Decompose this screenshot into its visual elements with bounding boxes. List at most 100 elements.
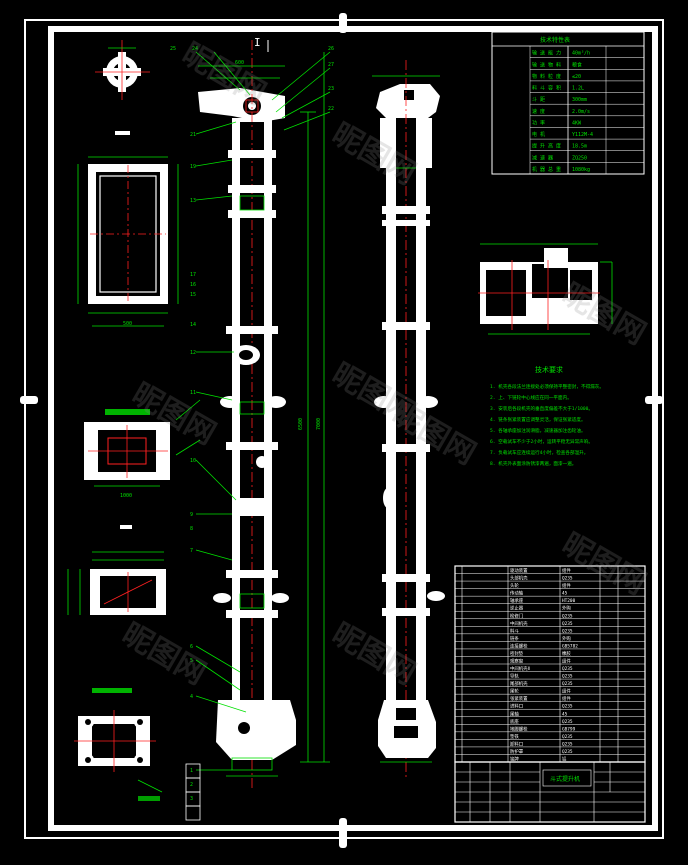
bom-note: Q235	[562, 741, 573, 747]
dim-label: 6500	[298, 418, 304, 430]
svg-text:25: 25	[170, 46, 176, 52]
svg-text:15: 15	[190, 292, 196, 298]
centering-marks	[20, 13, 663, 848]
requirement-line: 2. 上、下链轮中心线应在同一平面内。	[490, 394, 572, 401]
tech-requirements: 技术要求 1. 机壳各段法兰连接处必须保持平整密封，不得漏灰。 2. 上、下链轮中…	[490, 365, 604, 467]
section-mark: I	[254, 36, 261, 49]
spec-label: 料 斗 容 积	[532, 85, 561, 92]
requirement-line: 1. 机壳各段法兰连接处必须保持平整密封，不得漏灰。	[490, 383, 604, 390]
requirement-line: 7. 负载试车应连续运行4小时，检查各部温升。	[490, 449, 588, 456]
svg-text:16: 16	[190, 282, 196, 288]
svg-text:14: 14	[190, 322, 196, 328]
svg-text:19: 19	[190, 164, 196, 170]
bom-name: 检修门	[510, 612, 523, 619]
frame-view-3	[67, 525, 166, 615]
bom-name: 底座	[510, 718, 519, 725]
tech-spec-title: 技术特性表	[540, 36, 570, 44]
bom-note: Q235	[562, 749, 573, 755]
spec-label: 输 送 能 力	[532, 50, 561, 57]
bom-name: 中间机壳Ⅱ	[510, 665, 530, 672]
svg-text:17: 17	[190, 272, 196, 278]
bom-name: 卸料口	[510, 740, 523, 747]
flange-view	[95, 40, 150, 100]
spec-label: 提 升 高 度	[532, 143, 561, 150]
bom-note: Q235	[562, 613, 573, 619]
svg-text:10: 10	[190, 458, 196, 464]
spec-label: 物 料 粒 度	[532, 73, 561, 80]
bom-note: 外购	[562, 635, 571, 642]
spec-value: ZQ250	[572, 155, 587, 161]
bom-name: 铭牌	[510, 756, 519, 763]
bom-name: 进料口	[510, 703, 523, 710]
dim-label: 500	[123, 321, 132, 327]
bom-note: 组件	[562, 688, 571, 695]
svg-text:12: 12	[190, 350, 196, 356]
bom-note: 组件	[562, 658, 571, 665]
bom-name: 传动轴	[510, 590, 524, 597]
frame-view-1: 500	[77, 131, 179, 327]
spec-label: 斗 距	[532, 97, 545, 103]
spec-label: 机 器 总 重	[532, 166, 561, 173]
bom-note: 组件	[562, 582, 571, 589]
bom-name: 逆止器	[510, 605, 524, 612]
bom-name: 料斗	[510, 627, 519, 634]
svg-text:11: 11	[190, 390, 196, 396]
requirement-line: 3. 安装后各段机壳的垂直度偏差不大于1/1000。	[490, 405, 593, 412]
bom-name: 头轮	[510, 582, 519, 589]
svg-text:23: 23	[328, 86, 334, 92]
svg-text:6: 6	[190, 644, 193, 650]
bom-note: Q235	[562, 734, 573, 740]
bom-name: 头部机壳	[510, 575, 528, 582]
bom-note: Q235	[562, 704, 573, 710]
bom-name: 尾轴	[510, 710, 519, 717]
spec-value: 300mm	[572, 97, 587, 103]
inner-border	[48, 26, 658, 831]
bom-note: Q235	[562, 576, 573, 582]
bom-name: 观察窗	[510, 658, 524, 665]
bom-name: 导轨	[510, 673, 519, 680]
bom-name: 尾轮	[510, 688, 519, 695]
dim-label: 600	[235, 60, 244, 66]
spec-label: 速 度	[532, 108, 545, 115]
main-elevation: I	[170, 36, 334, 821]
spec-value: 18.5m	[572, 144, 587, 150]
svg-text:7: 7	[190, 548, 193, 554]
spec-label: 功 率	[532, 119, 545, 126]
svg-text:5: 5	[190, 658, 193, 664]
bom-name: 尾部机壳	[510, 680, 528, 687]
spec-value: 1.2L	[572, 86, 584, 92]
drawing-title: 斗式提升机	[550, 775, 580, 783]
dim-label: 7000	[316, 418, 322, 430]
svg-text:3: 3	[190, 796, 193, 802]
spec-label: 输 送 物 料	[532, 61, 561, 68]
bom-name: 轴承座	[510, 597, 524, 604]
bom-note: HT200	[562, 598, 576, 604]
bom-note: 45	[562, 711, 568, 717]
svg-text:26: 26	[328, 46, 334, 52]
bom-name: 张紧装置	[510, 695, 528, 702]
spec-value: 4KW	[572, 120, 582, 126]
spec-value: Y112M-4	[572, 132, 593, 138]
bom-name: 垫铁	[510, 733, 519, 740]
frame-view-2: 1000	[84, 399, 201, 499]
svg-text:4: 4	[190, 694, 193, 700]
spec-value: ≤20	[572, 74, 581, 80]
bom-name: 密封垫	[510, 650, 524, 657]
spec-value: 1080kg	[572, 167, 590, 173]
svg-text:24: 24	[192, 46, 198, 52]
bom-note: Q235	[562, 719, 573, 725]
bom-note: 铝	[562, 756, 567, 763]
requirement-line: 6. 空载试车不少于2小时，运转平稳无异常声响。	[490, 438, 593, 445]
tech-req-title: 技术要求	[535, 365, 563, 374]
bom-note: Q235	[562, 621, 573, 627]
bom-note: GB5782	[562, 643, 578, 649]
spec-value: 2.0m/s	[572, 109, 590, 115]
frame-view-4	[74, 688, 163, 801]
bom-note: Q235	[562, 674, 573, 680]
requirement-line: 4. 链条张紧装置应调整灵活，保证张紧适度。	[490, 416, 586, 423]
svg-text:1: 1	[190, 768, 193, 774]
bom-name: 连接螺栓	[510, 642, 528, 649]
bom-note: 组件	[562, 567, 571, 574]
